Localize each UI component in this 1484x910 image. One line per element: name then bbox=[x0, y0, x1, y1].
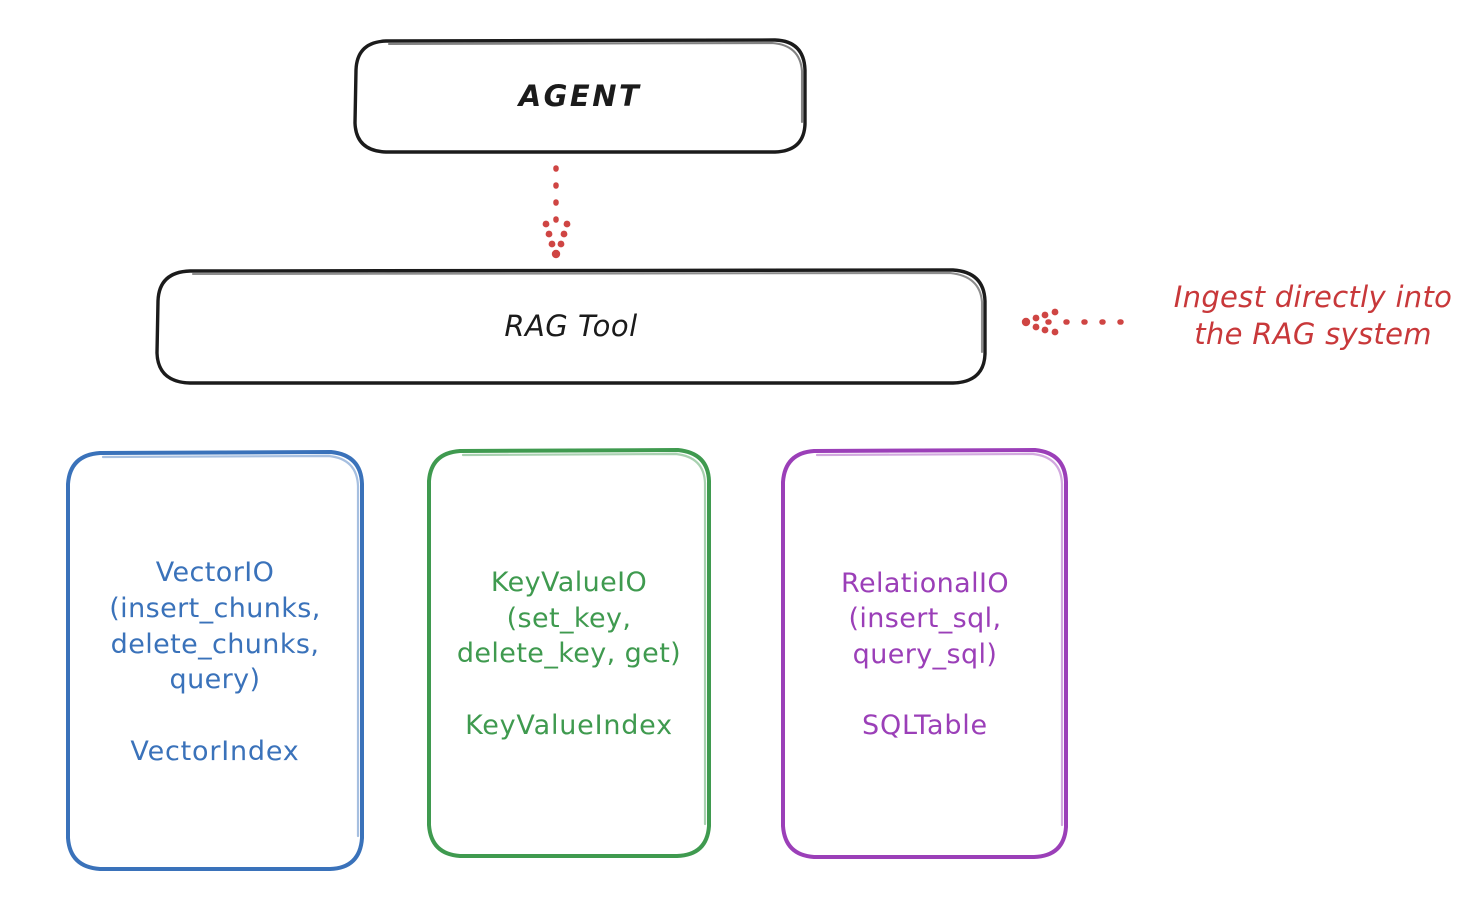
rag-tool-box-outline[interactable] bbox=[155, 268, 987, 385]
ingest-annotation-line-1: Ingest directly into bbox=[1173, 280, 1453, 314]
node-rag-tool[interactable]: RAG Tool bbox=[157, 270, 985, 383]
node-vector-io[interactable]: VectorIO (insert_chunks, delete_chunks, … bbox=[68, 452, 362, 870]
relational-io-api-label: RelationalIO (insert_sql, query_sql) bbox=[841, 567, 1009, 670]
connector-agent-to-rag-tool bbox=[542, 165, 571, 259]
relational-io-box-outline[interactable] bbox=[781, 448, 1068, 859]
ingest-annotation: Ingest directly into the RAG system bbox=[1148, 279, 1478, 353]
ingest-annotation-line-2: the RAG system bbox=[1194, 317, 1432, 352]
agent-box-outline[interactable] bbox=[353, 38, 807, 154]
rag-tool-label: RAG Tool bbox=[504, 309, 638, 344]
vector-io-api-label: VectorIO (insert_chunks, delete_chunks, … bbox=[109, 557, 321, 696]
sql-table-label: SQLTable bbox=[862, 710, 988, 742]
vector-io-box-outline[interactable] bbox=[66, 450, 364, 871]
connector-ingest-to-rag-tool bbox=[1021, 308, 1135, 336]
node-agent[interactable]: AGENT bbox=[355, 40, 805, 152]
agent-label: AGENT bbox=[518, 78, 642, 113]
node-relational-io[interactable]: RelationalIO (insert_sql, query_sql) SQL… bbox=[783, 450, 1067, 857]
key-value-io-box-outline[interactable] bbox=[427, 448, 711, 858]
key-value-io-api-label: KeyValueIO (set_key, delete_key, get) bbox=[456, 567, 682, 670]
vector-index-label: VectorIndex bbox=[130, 735, 300, 767]
key-value-index-label: KeyValueIndex bbox=[465, 709, 673, 741]
node-key-value-io[interactable]: KeyValueIO (set_key, delete_key, get) Ke… bbox=[429, 450, 709, 856]
